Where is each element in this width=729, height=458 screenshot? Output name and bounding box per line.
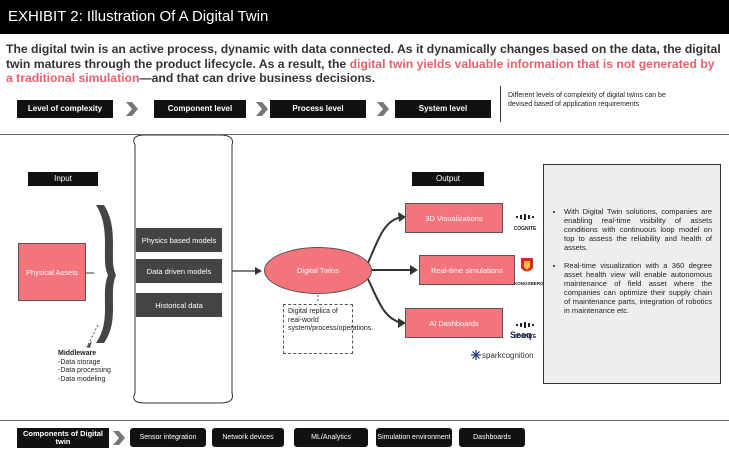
kongsberg-logo-text: KONGSBERG xyxy=(514,281,544,286)
divider xyxy=(500,86,501,122)
component-dashboards: Dashboards xyxy=(459,428,525,447)
seeq-logo: Seeq xyxy=(510,330,532,340)
digital-replica-note: Digital replica of real-world system/pro… xyxy=(283,304,373,354)
output-label: Output xyxy=(412,172,484,186)
data-driven-models-box: Data driven models xyxy=(136,259,222,283)
component-level-label: Component level xyxy=(154,100,246,118)
chevron-right-icon xyxy=(113,431,125,445)
middleware-block: Middleware -Data storage -Data processin… xyxy=(58,350,138,384)
chevron-right-icon xyxy=(256,102,268,116)
input-label: Input xyxy=(28,172,98,186)
kongsberg-logo: KONGSBERG xyxy=(514,256,544,286)
cognite-logo-text: COGNITE xyxy=(513,334,537,340)
middleware-title: Middleware xyxy=(58,350,97,357)
process-level-label: Process level xyxy=(270,100,366,118)
system-level-label: System level xyxy=(395,100,491,118)
intro-paragraph: The digital twin is an active process, d… xyxy=(6,42,724,86)
digital-twins-ellipse: Digital Twins xyxy=(264,247,372,294)
separator xyxy=(0,420,729,421)
separator xyxy=(0,134,729,135)
info-bullet: With Digital Twin solutions, companies a… xyxy=(564,207,712,252)
historical-data-box: Historical data xyxy=(136,293,222,317)
cognite-logo-text: COGNITE xyxy=(513,226,537,232)
sparkcognition-logo: sparkcognition xyxy=(471,349,543,361)
ai-dashboards-box: AI Dashboards xyxy=(405,308,503,338)
cognite-logo-mark xyxy=(516,214,534,220)
3d-visualizations-box: 3D Visualizations xyxy=(405,203,503,233)
intro-highlight: digital twin yields valuable information… xyxy=(6,56,715,86)
level-of-complexity-label: Level of complexity xyxy=(17,100,113,118)
middleware-item: -Data storage xyxy=(58,358,101,366)
levels-note: Different levels of complexity of digita… xyxy=(508,92,666,108)
middleware-item: -Data modeling xyxy=(58,375,106,383)
cognite-logo-mark xyxy=(516,322,534,328)
page-title: EXHIBIT 2: Illustration Of A Digital Twi… xyxy=(0,0,729,34)
info-bullet: Real-time visualization with a 360 degre… xyxy=(564,261,712,315)
component-simulation-environment: Simulation environment xyxy=(376,428,452,447)
component-ml-analytics: ML/Analytics xyxy=(294,428,368,447)
component-sensor-integration: Sensor integration xyxy=(130,428,206,447)
components-title: Components of Digital twin xyxy=(17,428,109,448)
sparkcognition-logo-text: sparkcognition xyxy=(482,350,534,360)
info-panel: With Digital Twin solutions, companies a… xyxy=(543,164,721,384)
middleware-item: -Data processing xyxy=(58,367,111,374)
physical-assets-box: Physical Assets xyxy=(18,243,86,301)
component-network-devices: Network devices xyxy=(212,428,284,447)
physics-based-models-box: Physics based models xyxy=(136,228,222,252)
spark-icon xyxy=(471,350,481,360)
chevron-right-icon xyxy=(126,102,138,116)
cognite-logo: COGNITE xyxy=(512,316,538,340)
kongsberg-crest-icon xyxy=(521,258,533,272)
intro-text-1: The digital twin is an active process, d… xyxy=(6,42,721,71)
real-time-simulations-box: Real-time simulations xyxy=(419,255,515,285)
intro-text-2: —and that can drive business decisions. xyxy=(139,71,376,85)
cognite-logo: COGNITE xyxy=(512,208,538,232)
chevron-right-icon xyxy=(377,102,389,116)
